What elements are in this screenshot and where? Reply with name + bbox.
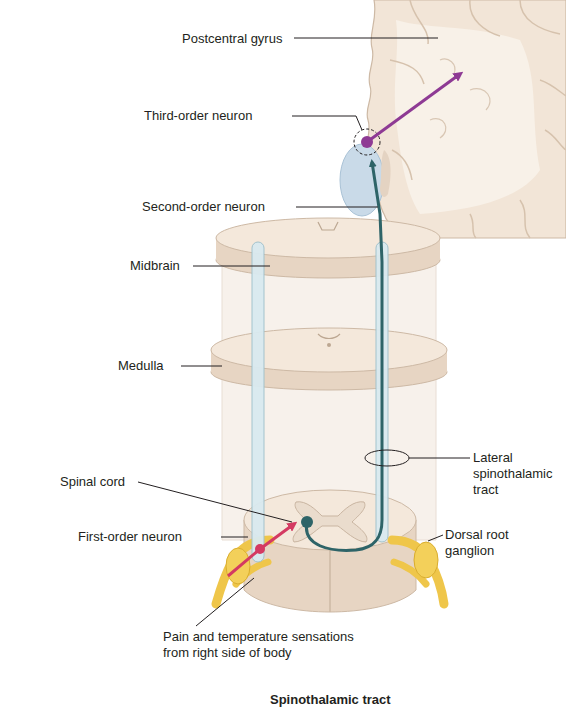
second-order-cell-body (301, 516, 313, 528)
midbrain-slab (216, 218, 440, 278)
ventricle (380, 150, 391, 197)
spinal-cord-segment (244, 490, 416, 612)
neuron-label: Third-order neuron (144, 108, 252, 124)
tract-callout-ring (365, 450, 409, 466)
figure-caption: Spinothalamic tract (270, 692, 391, 708)
nucleus-outline (354, 129, 380, 155)
deep-sulci (430, 59, 490, 138)
structure-label: Dorsal root ganglion (445, 527, 530, 559)
leader-line (292, 116, 362, 130)
white-matter (395, 20, 540, 214)
sulci (390, 0, 566, 238)
structure-label: Midbrain (130, 258, 180, 274)
brain-slice (340, 0, 566, 238)
aqueduct (318, 222, 338, 230)
third-order-neuron (367, 74, 460, 142)
second-order-neuron (306, 162, 382, 550)
neuron-label: First-order neuron (78, 529, 182, 545)
left-root (216, 540, 270, 604)
leader-line (428, 535, 443, 541)
neuron-label: Second-order neuron (142, 199, 265, 215)
leader-line (196, 578, 254, 626)
leader-line (221, 537, 248, 538)
slab-top (216, 218, 440, 258)
leader-line (294, 38, 438, 39)
leader-line (409, 458, 470, 459)
leader-line (181, 366, 222, 367)
structure-label: Spinal cord (60, 474, 125, 490)
sensation-note: Pain and temperature sensations from rig… (163, 629, 378, 661)
cortex (367, 0, 566, 238)
medulla-slab (211, 328, 447, 390)
grey-matter (293, 502, 367, 542)
tract-tubes (252, 242, 388, 562)
structure-label: Postcentral gyrus (182, 31, 282, 47)
third-order-cell-body (361, 136, 373, 148)
anterior-fissure (329, 545, 331, 612)
structure-label: Medulla (118, 358, 164, 374)
first-order-cell-body (255, 544, 265, 554)
right-root (392, 540, 444, 604)
first-order-neuron (228, 524, 294, 576)
leader-line (193, 266, 270, 267)
central-canal (327, 343, 331, 347)
leader-line (138, 482, 292, 522)
tract-label: Lateral spinothalamic tract (473, 450, 563, 498)
right-ganglion (414, 542, 438, 578)
leader-lines (138, 38, 470, 626)
leader-line (296, 207, 378, 208)
fourth-ventricle (318, 334, 340, 339)
slab-top (211, 328, 447, 372)
